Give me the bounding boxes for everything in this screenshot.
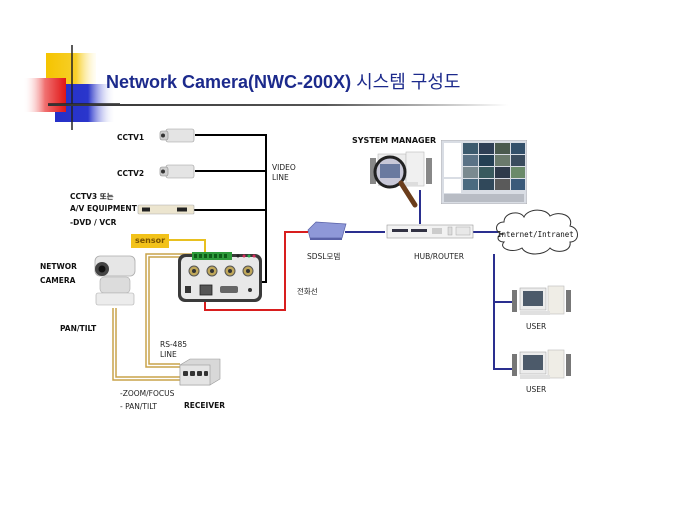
- label-cctv2: CCTV2: [117, 169, 145, 178]
- label-cctv3: CCTV3 또는: [70, 192, 114, 201]
- label-video-line-2: LINE: [272, 173, 289, 182]
- label-user-1: USER: [526, 322, 547, 331]
- label-cctv1: CCTV1: [117, 133, 145, 142]
- title-underline: [48, 104, 508, 106]
- label-network-camera-1: NETWOR: [40, 262, 77, 271]
- title-korean: 시스템 구성도: [356, 72, 461, 92]
- sensor-badge: sensor: [131, 234, 169, 248]
- title-main: Network Camera(NWC-200X): [106, 72, 352, 92]
- label-av-equipment: A/V EQUIPMENT: [70, 204, 137, 213]
- label-dvd-vcr: -DVD / VCR: [70, 218, 117, 227]
- label-phone-line: 전화선: [297, 287, 318, 296]
- cctv2-camera-icon: [159, 164, 195, 179]
- av-equipment-icon: [137, 204, 195, 215]
- sdsl-modem-icon: [307, 221, 347, 240]
- label-receiver: RECEIVER: [184, 401, 226, 410]
- network-lines: [345, 190, 512, 370]
- hub-router-icon: [386, 224, 474, 239]
- magnifier-icon: [373, 155, 418, 208]
- monitoring-screen-icon: [441, 140, 527, 204]
- user2-pc-icon: [512, 349, 571, 379]
- label-sdsl-modem: SDSL모뎀: [307, 252, 341, 261]
- label-user-2: USER: [526, 385, 547, 394]
- label-system-manager: SYSTEM MANAGER: [352, 136, 437, 145]
- label-video-line-1: VIDEO: [272, 163, 296, 172]
- ptz-camera-icon: [94, 255, 136, 306]
- rs485-line: [112, 253, 192, 381]
- cctv1-camera-icon: [159, 128, 195, 143]
- label-network-camera-2: CAMERA: [40, 276, 76, 285]
- page-title: Network Camera(NWC-200X)시스템 구성도: [106, 68, 460, 94]
- receiver-icon: [179, 358, 221, 386]
- camera-thumbnails: [463, 143, 525, 190]
- label-rs485-2: LINE: [160, 350, 177, 359]
- network-camera-server-icon: [178, 252, 262, 302]
- label-pan-tilt: PAN/TILT: [60, 324, 97, 333]
- label-pan-tilt-2: - PAN/TILT: [120, 402, 157, 411]
- user1-pc-icon: [512, 285, 571, 315]
- internet-cloud-icon: [496, 209, 578, 255]
- label-hub-router: HUB/ROUTER: [414, 252, 464, 261]
- label-rs485-1: RS-485: [160, 340, 187, 349]
- red-square: [24, 78, 66, 112]
- label-internet: Internet/Intranet: [497, 230, 574, 239]
- phone-line: [204, 231, 308, 311]
- label-zoom-focus: -ZOOM/FOCUS: [120, 389, 175, 398]
